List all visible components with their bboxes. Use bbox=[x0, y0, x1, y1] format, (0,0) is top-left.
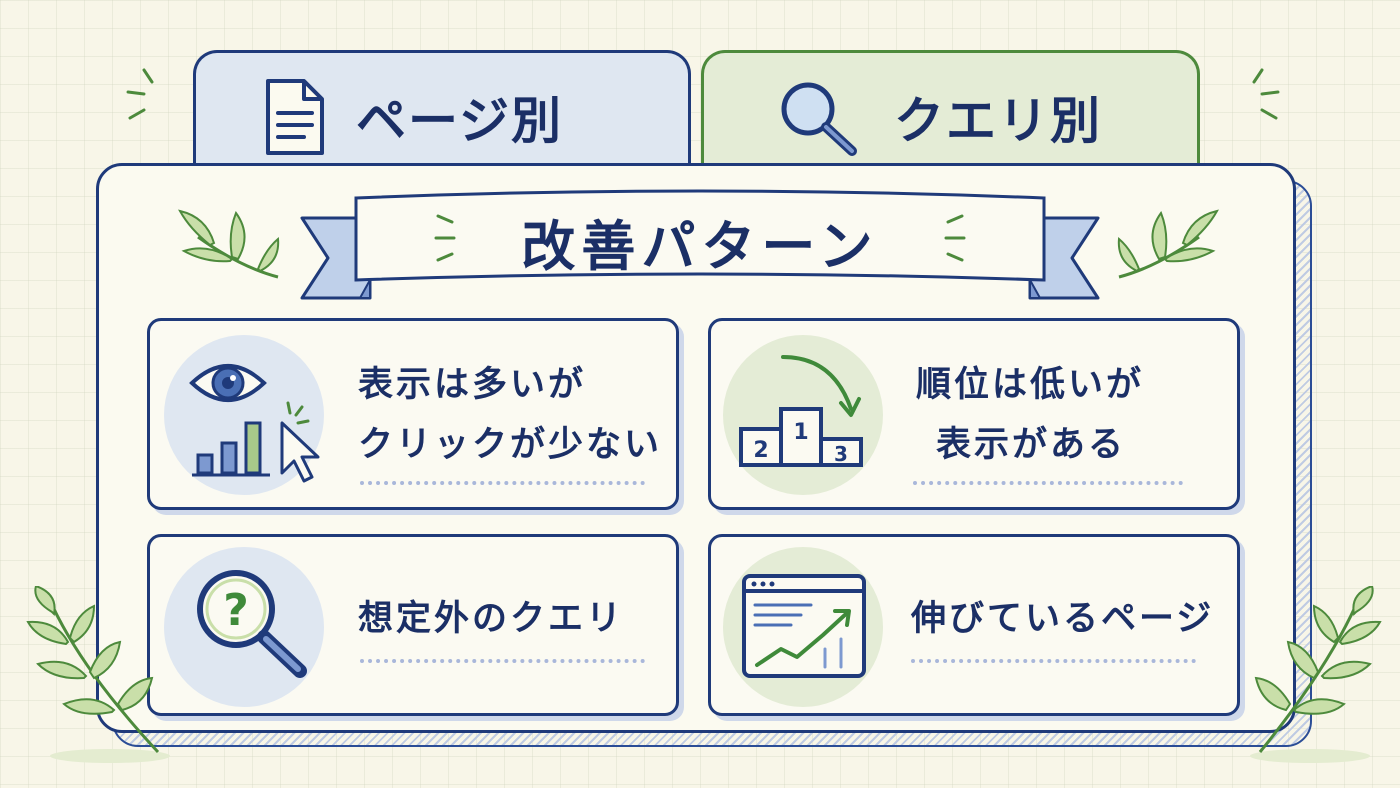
eye-chart-cursor-icon bbox=[189, 364, 320, 483]
card-label-line-2: 表示がある bbox=[936, 425, 1127, 465]
card-label: 想定外のクエリ bbox=[358, 599, 625, 639]
plant-bottom-left-icon bbox=[26, 586, 170, 763]
growth-chart-window-icon bbox=[742, 574, 866, 678]
question-magnifier-icon: ? bbox=[197, 570, 307, 678]
plant-bottom-right-icon bbox=[1250, 586, 1382, 763]
podium-rank-1: 1 bbox=[793, 420, 808, 445]
card-growing-pages[interactable]: 伸びているページ bbox=[708, 534, 1240, 716]
card-label-line-2: クリックが少ない bbox=[358, 425, 663, 465]
sparkle-right-icon bbox=[1252, 68, 1280, 120]
question-glyph: ? bbox=[223, 585, 249, 636]
magnifier-icon bbox=[781, 82, 857, 156]
card-low-rank-has-impressions[interactable]: 1 2 3 順位は低いが 表示がある bbox=[708, 318, 1240, 510]
card-label: 伸びているページ bbox=[911, 599, 1215, 639]
dotted-divider bbox=[360, 481, 645, 485]
dotted-divider bbox=[360, 659, 645, 663]
tab-query[interactable]: クエリ別 bbox=[701, 50, 1200, 185]
banner-title: 改善パターン bbox=[521, 215, 879, 278]
podium-icon: 1 2 3 bbox=[739, 355, 863, 467]
tab-page-label: ページ別 bbox=[356, 92, 563, 150]
leaf-sprig-left-icon bbox=[178, 209, 280, 279]
card-label-line-1: 順位は低いが bbox=[916, 365, 1145, 405]
ribbon-banner bbox=[300, 189, 1100, 300]
leaf-sprig-right-icon bbox=[1117, 209, 1219, 279]
dotted-divider bbox=[913, 481, 1183, 485]
podium-rank-3: 3 bbox=[834, 442, 848, 466]
tab-page[interactable]: ページ別 bbox=[193, 50, 691, 185]
sparkle-left-icon bbox=[126, 68, 154, 120]
document-icon bbox=[266, 79, 324, 155]
card-high-impressions-low-clicks[interactable]: 表示は多いが クリックが少ない bbox=[147, 318, 679, 510]
podium-rank-2: 2 bbox=[753, 438, 768, 463]
tab-query-label: クエリ別 bbox=[894, 92, 1102, 150]
card-label-line-1: 表示は多いが bbox=[358, 365, 587, 405]
card-unexpected-queries[interactable]: ? 想定外のクエリ bbox=[147, 534, 679, 716]
dotted-divider bbox=[911, 659, 1196, 663]
